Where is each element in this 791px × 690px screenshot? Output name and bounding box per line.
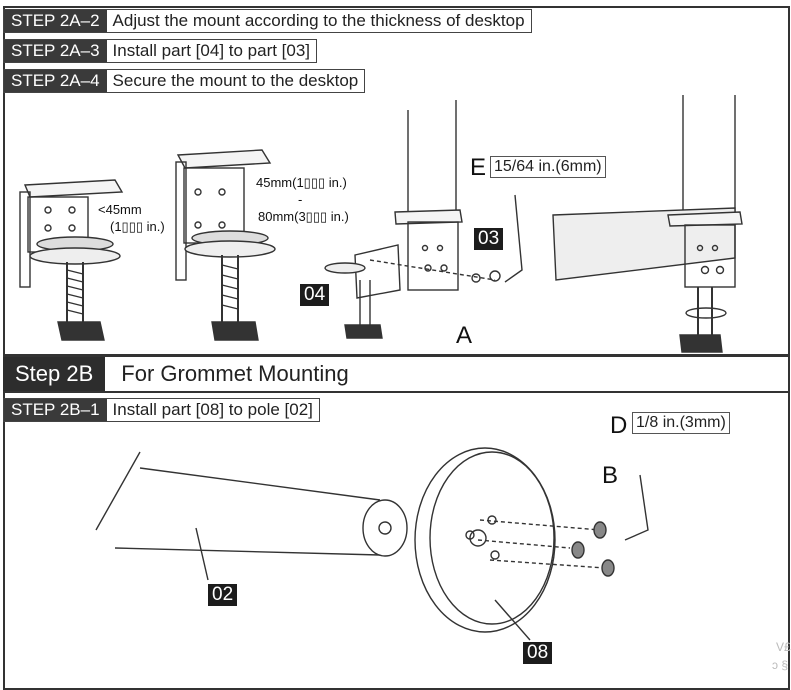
step-2b-1: STEP 2B–1 Install part [08] to pole [02] xyxy=(3,398,320,422)
desk-mount-illustration xyxy=(552,95,743,353)
thin-dimension-inch: (1▯▯▯ in.) xyxy=(110,219,165,234)
step-2a-2: STEP 2A–2 Adjust the mount according to … xyxy=(3,9,532,33)
step-tag: STEP 2A–4 xyxy=(4,70,107,92)
step-2a-4: STEP 2A–4 Secure the mount to the deskto… xyxy=(3,69,366,93)
step-text: Install part [08] to pole [02] xyxy=(112,400,313,419)
step-2b-title: For Grommet Mounting xyxy=(121,361,349,386)
clamp-thin-illustration xyxy=(19,179,124,341)
range-min-label: 45mm(1▯▯▯ in.) xyxy=(256,175,347,190)
step-tag: STEP 2B–1 xyxy=(4,399,107,421)
tool-e-letter: E xyxy=(470,154,487,181)
range-dash: - xyxy=(298,192,303,207)
clamp-thick-illustration xyxy=(175,149,276,341)
part-08-label: 08 xyxy=(523,642,553,664)
step-tag: STEP 2A–3 xyxy=(4,40,107,62)
plate-08-illustration xyxy=(414,447,649,641)
hardware-a-letter: A xyxy=(456,322,473,349)
hardware-b-letter: B xyxy=(602,462,619,489)
step-2b-tag: Step 2B xyxy=(3,357,106,391)
tool-e-size: 15/64 in.(6mm) xyxy=(490,156,606,178)
part-04-label: 04 xyxy=(300,284,330,306)
part-04-to-03-illustration xyxy=(324,100,523,339)
part-02-label: 02 xyxy=(208,584,238,606)
tool-d-size: 1/8 in.(3mm) xyxy=(632,412,730,434)
step-2b-header: Step 2B For Grommet Mounting xyxy=(3,355,788,393)
watermark-line-2: ɔ § xyxy=(772,658,789,672)
step-text: Secure the mount to the desktop xyxy=(112,71,359,90)
tool-d-letter: D xyxy=(610,412,628,439)
pole-02-illustration xyxy=(95,451,408,581)
part-03-label: 03 xyxy=(474,228,504,250)
step-2a-3: STEP 2A–3 Install part [04] to part [03] xyxy=(3,39,318,63)
watermark-line-1: V£ xyxy=(776,640,791,654)
thin-dimension-label: <45mm xyxy=(98,202,142,217)
step-tag: STEP 2A–2 xyxy=(4,10,107,32)
step-text: Adjust the mount according to the thickn… xyxy=(112,11,525,30)
step-text: Install part [04] to part [03] xyxy=(112,41,311,60)
range-max-label: 80mm(3▯▯▯ in.) xyxy=(258,209,349,224)
